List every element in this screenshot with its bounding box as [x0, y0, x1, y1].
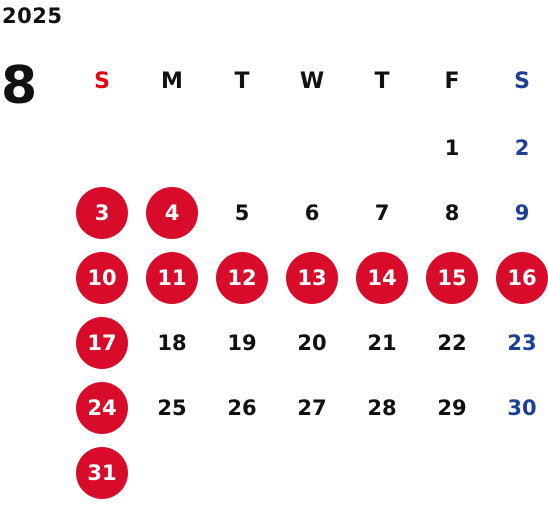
holiday-day-number: 13 [286, 251, 338, 304]
day-cell: 5 [207, 180, 277, 245]
day-number: 7 [374, 200, 390, 225]
day-cell: 13 [277, 245, 347, 310]
day-cell: 22 [417, 310, 487, 375]
empty-day-cell [417, 440, 487, 505]
day-cell: 19 [207, 310, 277, 375]
day-cell: 31 [67, 440, 137, 505]
weekday-header-thursday: T [374, 69, 390, 94]
weekday-header-wednesday: W [299, 69, 325, 94]
saturday-day-number: 30 [507, 395, 537, 420]
weekday-header-tuesday: T [234, 69, 250, 94]
day-number: 6 [304, 200, 320, 225]
day-number: 18 [157, 330, 187, 355]
holiday-day-number: 31 [76, 446, 128, 499]
weekday-header-sunday: S [94, 69, 110, 94]
holiday-day-number: 15 [426, 251, 478, 304]
empty-day-cell [207, 115, 277, 180]
day-number: 20 [297, 330, 327, 355]
day-cell: 24 [67, 375, 137, 440]
day-cell: 10 [67, 245, 137, 310]
day-number: 25 [157, 395, 187, 420]
empty-day-cell [277, 440, 347, 505]
day-cell: 9 [487, 180, 548, 245]
day-cell: 4 [137, 180, 207, 245]
holiday-day-number: 12 [216, 251, 268, 304]
day-cell: 3 [67, 180, 137, 245]
day-number: 26 [227, 395, 257, 420]
day-cell: 6 [277, 180, 347, 245]
day-cell: 17 [67, 310, 137, 375]
day-number: 28 [367, 395, 397, 420]
day-cell: 16 [487, 245, 548, 310]
weekday-header-monday: M [161, 69, 183, 94]
empty-day-cell [487, 440, 548, 505]
holiday-day-number: 3 [76, 186, 128, 239]
empty-day-cell [207, 440, 277, 505]
empty-day-cell [67, 115, 137, 180]
saturday-day-number: 23 [507, 330, 537, 355]
day-cell: 14 [347, 245, 417, 310]
empty-day-cell [347, 440, 417, 505]
holiday-day-number: 11 [146, 251, 198, 304]
day-cell: 28 [347, 375, 417, 440]
holiday-day-number: 10 [76, 251, 128, 304]
day-cell: 18 [137, 310, 207, 375]
day-number: 22 [437, 330, 467, 355]
weekday-header-row: S M T W T F S [67, 48, 548, 115]
day-cell: 20 [277, 310, 347, 375]
day-number: 1 [444, 135, 460, 160]
holiday-day-number: 17 [76, 316, 128, 369]
day-cell: 15 [417, 245, 487, 310]
month-number: 8 [1, 56, 38, 116]
day-cell: 7 [347, 180, 417, 245]
year-label: 2025 [2, 4, 63, 28]
day-cell: 8 [417, 180, 487, 245]
day-cell: 26 [207, 375, 277, 440]
day-cell: 30 [487, 375, 548, 440]
week-row: 10 11 12 13 14 15 16 [67, 245, 548, 310]
day-cell: 27 [277, 375, 347, 440]
day-cell: 23 [487, 310, 548, 375]
day-cell: 25 [137, 375, 207, 440]
holiday-day-number: 16 [496, 251, 548, 304]
empty-day-cell [137, 440, 207, 505]
day-number: 29 [437, 395, 467, 420]
saturday-day-number: 9 [514, 200, 530, 225]
holiday-day-number: 24 [76, 381, 128, 434]
week-row: 17 18 19 20 21 22 23 [67, 310, 548, 375]
saturday-day-number: 2 [514, 135, 530, 160]
day-number: 8 [444, 200, 460, 225]
day-number: 19 [227, 330, 257, 355]
week-row: 24 25 26 27 28 29 30 [67, 375, 548, 440]
day-number: 21 [367, 330, 397, 355]
empty-day-cell [277, 115, 347, 180]
day-number: 5 [234, 200, 250, 225]
day-cell: 2 [487, 115, 548, 180]
week-row: 31 [67, 440, 548, 505]
weekday-header-friday: F [444, 69, 460, 94]
day-cell: 1 [417, 115, 487, 180]
day-cell: 21 [347, 310, 417, 375]
empty-day-cell [137, 115, 207, 180]
holiday-day-number: 14 [356, 251, 408, 304]
holiday-day-number: 4 [146, 186, 198, 239]
day-cell: 11 [137, 245, 207, 310]
day-number: 27 [297, 395, 327, 420]
day-cell: 29 [417, 375, 487, 440]
empty-day-cell [347, 115, 417, 180]
weekday-header-saturday: S [514, 69, 530, 94]
day-cell: 12 [207, 245, 277, 310]
